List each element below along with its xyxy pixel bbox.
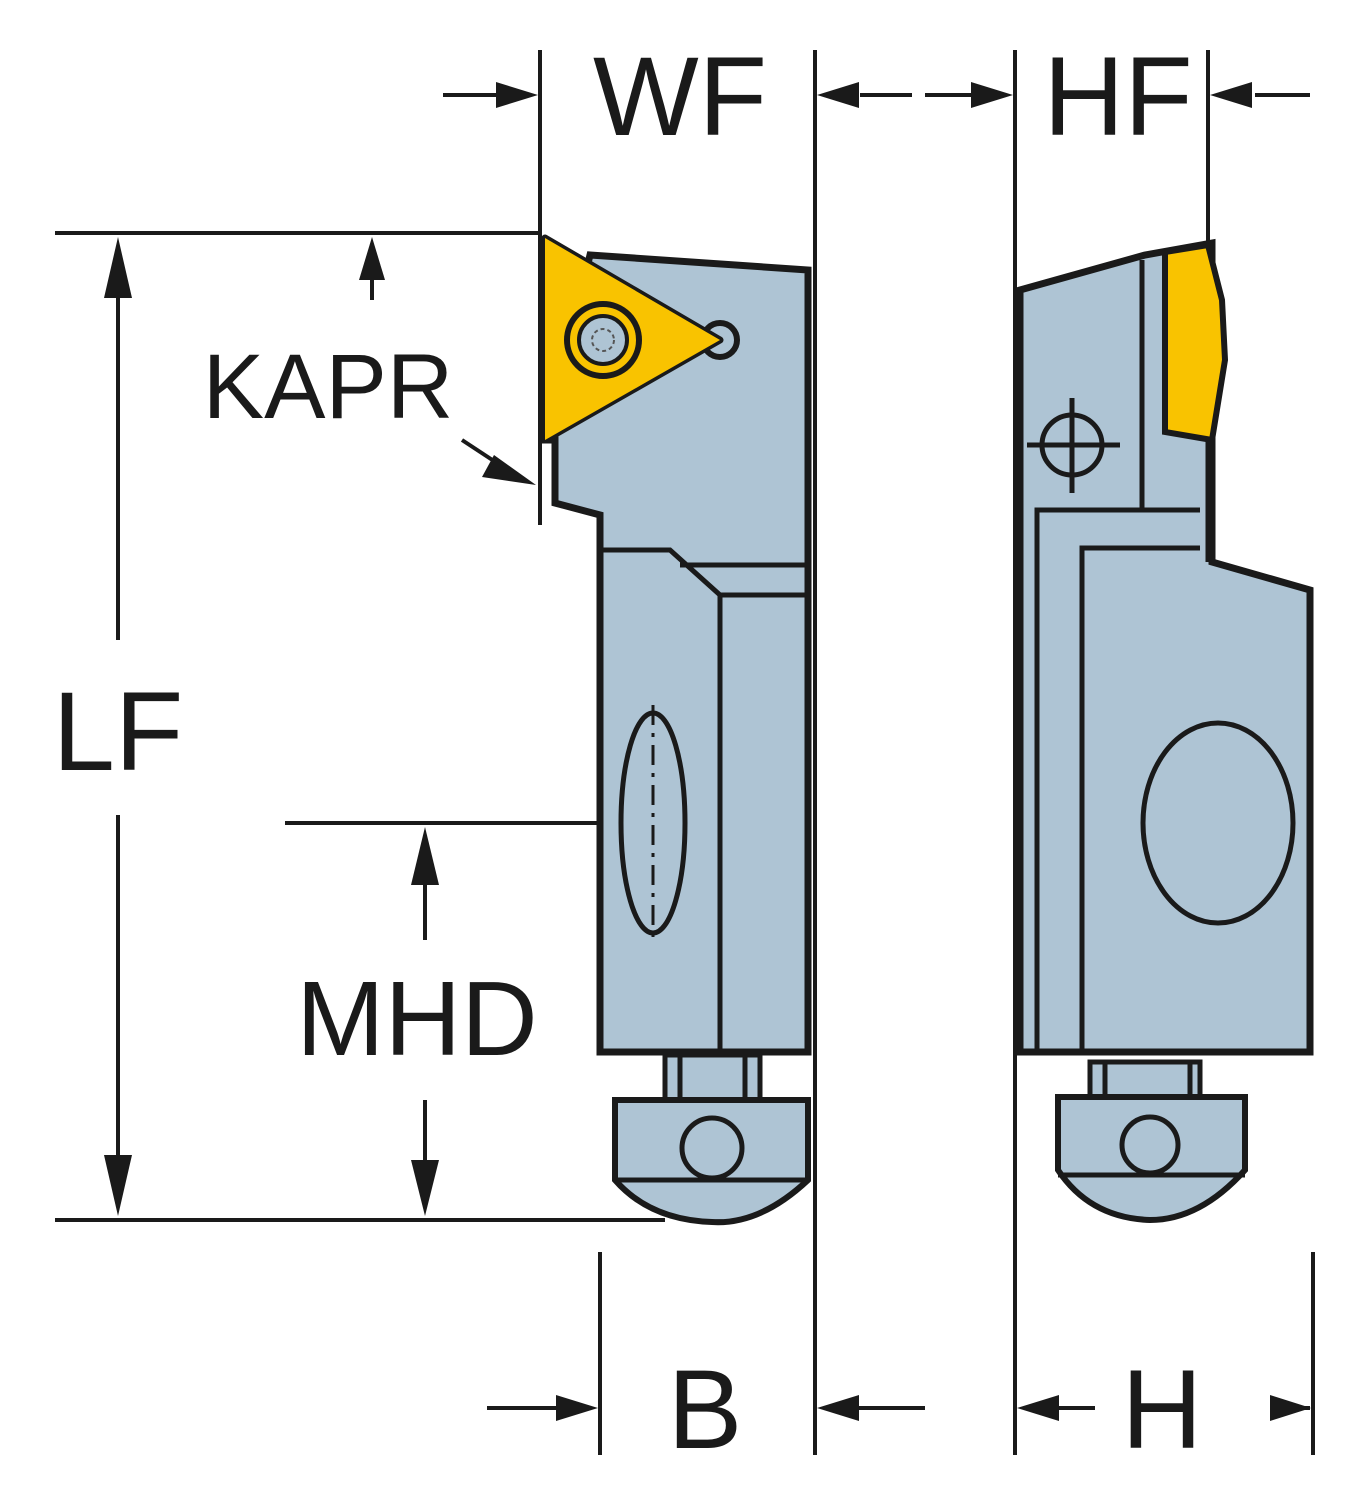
dimension-arrows — [104, 82, 1311, 1421]
holder-front-view — [540, 234, 812, 1226]
clamp-screw-icon — [679, 1115, 745, 1181]
label-lf: LF — [53, 669, 184, 794]
clamp-screw-side-icon — [1119, 1114, 1181, 1176]
mounting-hole-side-icon — [1140, 720, 1296, 926]
insert-side — [1162, 241, 1229, 444]
label-wf: WF — [593, 34, 767, 159]
label-hf: HF — [1043, 34, 1192, 159]
holder-side-view — [1016, 238, 1314, 1224]
label-b: B — [668, 1347, 743, 1472]
label-mhd: MHD — [296, 960, 537, 1078]
label-kapr: KAPR — [203, 336, 454, 438]
label-h: H — [1122, 1347, 1203, 1472]
extension-lines — [55, 50, 1315, 1455]
